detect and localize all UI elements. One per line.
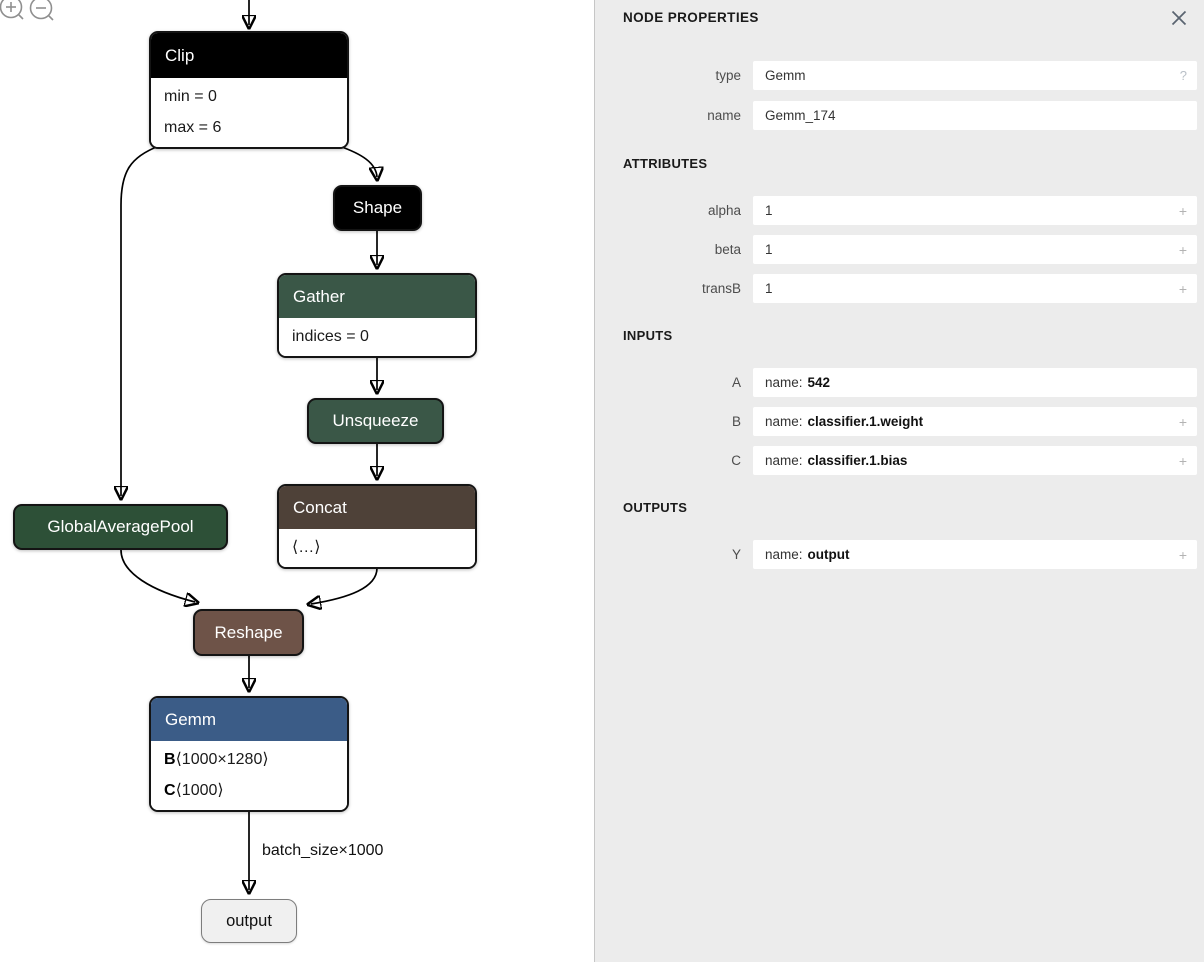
- alpha-value-field[interactable]: 1 +: [753, 196, 1197, 225]
- node-concat-title[interactable]: Concat: [279, 486, 475, 529]
- type-label: type: [715, 68, 741, 83]
- beta-expander-icon[interactable]: +: [1178, 241, 1187, 258]
- gemm-input-b-label: B: [164, 751, 176, 768]
- input-c-value: classifier.1.bias: [807, 453, 908, 468]
- node-gather-title[interactable]: Gather: [279, 275, 475, 318]
- panel-title: NODE PROPERTIES: [623, 10, 759, 25]
- node-clip[interactable]: Clip min = 0 max = 6: [149, 31, 349, 149]
- node-gemm-attributes: B⟨1000×1280⟩ C⟨1000⟩: [151, 741, 347, 810]
- input-a-prefix: name:: [765, 375, 803, 390]
- node-attr-max: max = 6: [164, 119, 222, 136]
- input-b-label: B: [731, 414, 741, 429]
- gemm-input-b-shape: ⟨1000×1280⟩: [175, 751, 269, 768]
- input-b-field[interactable]: name: classifier.1.weight +: [753, 407, 1197, 436]
- name-label: name: [707, 108, 741, 123]
- alpha-expander-icon[interactable]: +: [1178, 202, 1187, 219]
- node-concat-attributes: ⟨…⟩: [279, 529, 475, 567]
- output-y-field[interactable]: name: output +: [753, 540, 1197, 569]
- node-attr-indices: indices = 0: [292, 328, 369, 345]
- beta-value: 1: [765, 242, 773, 257]
- attribute-row-transB: transB 1 +: [595, 274, 1204, 303]
- edge-shape-label: batch_size×1000: [262, 842, 384, 859]
- beta-value-field[interactable]: 1 +: [753, 235, 1197, 264]
- node-output[interactable]: output: [201, 899, 297, 943]
- node-gemm[interactable]: Gemm B⟨1000×1280⟩ C⟨1000⟩: [149, 696, 349, 812]
- transB-expander-icon[interactable]: +: [1178, 280, 1187, 297]
- node-unsqueeze[interactable]: Unsqueeze: [307, 398, 444, 444]
- close-icon[interactable]: [1167, 6, 1191, 30]
- input-a-value: 542: [807, 375, 831, 390]
- output-y-prefix: name:: [765, 547, 803, 562]
- node-clip-attributes: min = 0 max = 6: [151, 78, 347, 147]
- node-attr-min: min = 0: [164, 88, 217, 105]
- node-global-average-pool[interactable]: GlobalAveragePool: [13, 504, 228, 550]
- transB-value: 1: [765, 281, 773, 296]
- edge-concat-to-reshape: [311, 567, 378, 604]
- node-attr-gemm-c: C⟨1000⟩: [151, 775, 347, 806]
- input-c-label: C: [731, 453, 741, 468]
- input-c-field[interactable]: name: classifier.1.bias +: [753, 446, 1197, 475]
- output-row-y: Y name: output +: [595, 540, 1204, 569]
- name-value: Gemm_174: [765, 108, 836, 123]
- input-b-expander-icon[interactable]: +: [1178, 413, 1187, 430]
- node-reshape[interactable]: Reshape: [193, 609, 304, 656]
- name-value-field[interactable]: Gemm_174: [753, 101, 1197, 130]
- graph-canvas[interactable]: Clip min = 0 max = 6 Shape Gather indice…: [0, 0, 594, 962]
- name-row: name Gemm_174: [595, 101, 1204, 130]
- output-y-value: output: [807, 547, 850, 562]
- output-y-label: Y: [731, 547, 741, 562]
- beta-label: beta: [714, 242, 741, 257]
- input-a-field[interactable]: name: 542: [753, 368, 1197, 397]
- node-shape[interactable]: Shape: [333, 185, 422, 231]
- type-row: type Gemm ?: [595, 61, 1204, 90]
- node-gemm-title[interactable]: Gemm: [151, 698, 347, 741]
- node-attr-concat-inputs: ⟨…⟩: [292, 539, 321, 556]
- edge-clip-to-gap: [121, 145, 160, 496]
- edge-clip-to-shape: [338, 145, 377, 177]
- gemm-input-c-label: C: [164, 782, 176, 799]
- input-c-expander-icon[interactable]: +: [1178, 452, 1187, 469]
- zoom-in-icon[interactable]: [0, 0, 24, 20]
- attribute-row-beta: beta 1 +: [595, 235, 1204, 264]
- type-value: Gemm: [765, 68, 806, 83]
- graph-edges: [0, 0, 594, 962]
- input-b-prefix: name:: [765, 414, 803, 429]
- input-c-prefix: name:: [765, 453, 803, 468]
- input-row-b: B name: classifier.1.weight +: [595, 407, 1204, 436]
- inputs-heading: INPUTS: [623, 328, 673, 343]
- node-gather-attributes: indices = 0: [279, 318, 475, 356]
- edge-gap-to-reshape: [120, 549, 195, 602]
- node-attr-gemm-b: B⟨1000×1280⟩: [151, 744, 347, 775]
- gemm-input-c-shape: ⟨1000⟩: [175, 782, 224, 799]
- input-row-c: C name: classifier.1.bias +: [595, 446, 1204, 475]
- input-b-value: classifier.1.weight: [807, 414, 924, 429]
- alpha-value: 1: [765, 203, 773, 218]
- transB-label: transB: [701, 281, 741, 296]
- type-value-field[interactable]: Gemm ?: [753, 61, 1197, 90]
- attributes-heading: ATTRIBUTES: [623, 156, 708, 171]
- node-concat[interactable]: Concat ⟨…⟩: [277, 484, 477, 569]
- outputs-heading: OUTPUTS: [623, 500, 688, 515]
- zoom-controls: [0, 0, 62, 26]
- zoom-out-icon[interactable]: [29, 0, 54, 21]
- alpha-label: alpha: [707, 203, 741, 218]
- input-a-label: A: [731, 375, 741, 390]
- attribute-row-alpha: alpha 1 +: [595, 196, 1204, 225]
- output-y-expander-icon[interactable]: +: [1178, 546, 1187, 563]
- node-properties-panel: NODE PROPERTIES type Gemm ? name Gemm_17…: [594, 0, 1204, 962]
- node-gather[interactable]: Gather indices = 0: [277, 273, 477, 358]
- transB-value-field[interactable]: 1 +: [753, 274, 1197, 303]
- node-clip-title[interactable]: Clip: [151, 33, 347, 78]
- input-row-a: A name: 542: [595, 368, 1204, 397]
- type-help-icon[interactable]: ?: [1179, 68, 1187, 83]
